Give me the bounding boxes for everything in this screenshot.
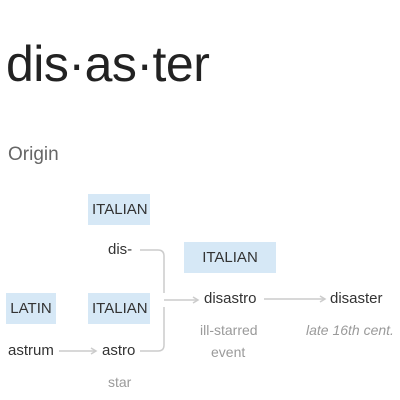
- word-disaster: disaster: [330, 290, 383, 307]
- headword: dis·as·ter: [6, 36, 210, 92]
- gloss-event: event: [211, 344, 246, 360]
- connector-dis-merge: [140, 249, 165, 293]
- origin-section-title: Origin: [8, 144, 59, 165]
- language-badge-italian-astro: ITALIAN: [88, 293, 150, 324]
- word-disastro: disastro: [204, 290, 257, 307]
- gloss-ill-starred: ill-starred: [200, 322, 258, 338]
- gloss-star: star: [108, 374, 132, 390]
- gloss-late-16th-cent: late 16th cent.: [306, 322, 394, 338]
- word-astro: astro: [102, 342, 136, 359]
- language-badge-italian-disastro: ITALIAN: [184, 242, 276, 273]
- word-astrum: astrum: [8, 342, 54, 359]
- word-dis: dis-: [108, 241, 133, 258]
- language-badge-italian-dis: ITALIAN: [88, 194, 150, 225]
- language-badge-latin: LATIN: [6, 293, 56, 324]
